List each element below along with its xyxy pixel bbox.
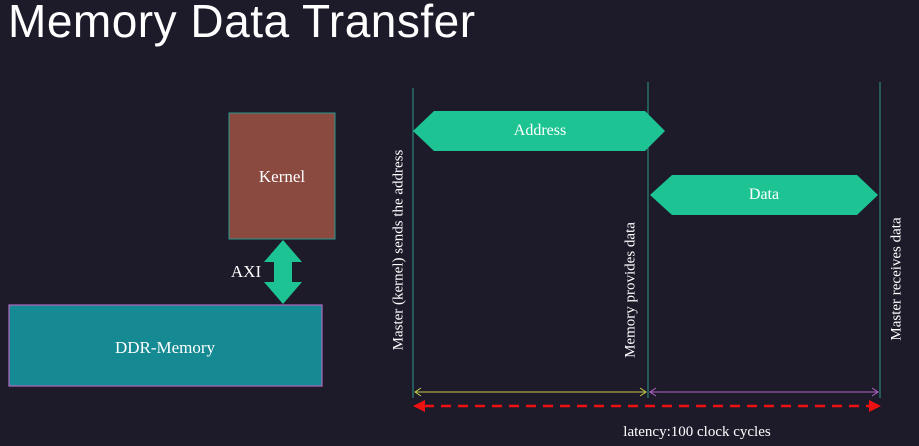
memory-provides-label: Memory provides data — [622, 222, 639, 358]
axi-label: AXI — [230, 262, 262, 281]
page-title: Memory Data Transfer — [8, 0, 476, 47]
latency-label: latency:100 clock cycles — [623, 424, 771, 440]
data-hexagon — [650, 175, 878, 215]
ddr-memory-block — [8, 304, 323, 387]
master-sends-label: Master (kernel) sends the address — [390, 149, 407, 351]
axi-double-arrow — [264, 240, 302, 304]
kernel-block — [228, 112, 336, 240]
address-hexagon — [413, 111, 665, 151]
data-label: Data — [748, 186, 780, 203]
ddr-memory-label: DDR-Memory — [114, 338, 216, 357]
latency-arrow — [413, 400, 881, 412]
master-receives-label: Master receives data — [888, 217, 905, 341]
address-label: Address — [513, 122, 567, 139]
address-interval-arrow — [414, 387, 647, 397]
data-interval-arrow — [649, 387, 879, 397]
kernel-label: Kernel — [258, 167, 306, 186]
